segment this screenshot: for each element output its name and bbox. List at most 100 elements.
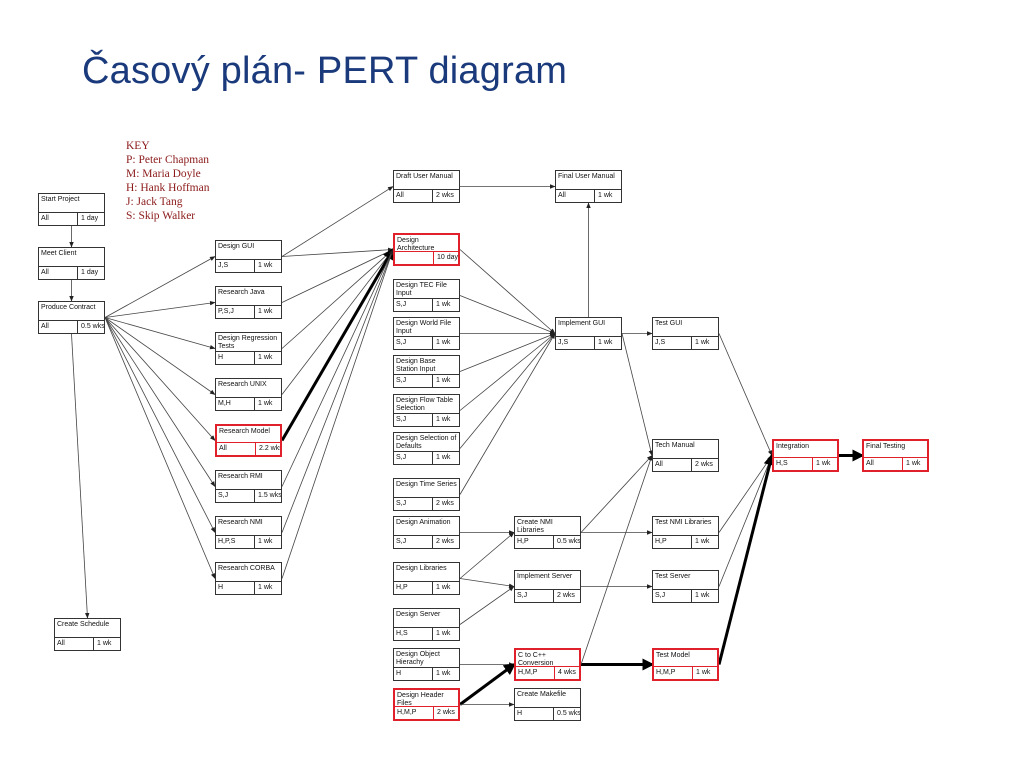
- task-name: Tech Manual: [655, 442, 695, 449]
- task-duration: 1 wk: [695, 538, 710, 545]
- task-duration: 1 wk: [696, 669, 711, 676]
- task-duration: 2 wks: [557, 592, 575, 599]
- task-resources: All: [55, 638, 94, 650]
- task-duration: 1 wk: [436, 670, 451, 677]
- task-name: Design Flow Table Selection: [396, 397, 454, 412]
- task-duration: 1 wk: [258, 538, 273, 545]
- task-duration: 1 wk: [695, 592, 710, 599]
- task-duration: 1 wk: [598, 192, 613, 199]
- task-duration: 1 wk: [695, 339, 710, 346]
- key-entry: S: Skip Walker: [126, 210, 196, 222]
- task-resources: All: [39, 267, 78, 279]
- task-name: Implement Server: [517, 573, 573, 580]
- task-duration: 0.5 wks: [557, 538, 580, 545]
- task-name: Research UNIX: [218, 381, 267, 388]
- dependency-connector: [459, 578, 515, 588]
- task-resources: H,M,P: [395, 707, 434, 719]
- task-name: Start Project: [41, 196, 80, 203]
- critical-path-connector: [280, 247, 395, 442]
- dependency-connector: [718, 455, 773, 533]
- task-duration: 1 day: [81, 215, 99, 222]
- task-resources: J,S: [653, 337, 692, 349]
- dependency-connector: [459, 295, 556, 334]
- task-name: Design Server: [396, 611, 441, 618]
- task-name: Create Makefile: [517, 691, 567, 698]
- task-resources: S,J: [394, 414, 433, 426]
- dependency-connector: [621, 333, 653, 457]
- task-resources: H,S: [774, 458, 813, 470]
- task-name: Design Selection of Defaults: [396, 435, 457, 450]
- dependency-connector: [104, 317, 216, 350]
- task-resources: S,J: [653, 590, 692, 602]
- task-resources: All: [864, 458, 903, 470]
- task-duration: 2 wks: [437, 709, 455, 716]
- task-resources: H: [515, 708, 554, 720]
- task-name: Test GUI: [655, 320, 683, 327]
- task-duration: 1 wk: [436, 301, 451, 308]
- dependency-connector: [281, 248, 394, 533]
- task-duration: 1 wk: [97, 640, 112, 647]
- dependency-connector: [281, 186, 394, 257]
- dependency-connector: [104, 317, 216, 441]
- task-resources: H,P: [394, 582, 433, 594]
- task-name: Final User Manual: [558, 173, 615, 180]
- task-name: Meet Client: [41, 250, 77, 257]
- task-duration: 1 wk: [436, 454, 451, 461]
- dependency-connector: [718, 333, 773, 457]
- dependency-connector: [459, 249, 556, 334]
- task-duration: 1 wk: [436, 584, 451, 591]
- task-resources: H,P,S: [216, 536, 255, 548]
- task-resources: All: [217, 443, 256, 455]
- task-duration: 2 wks: [695, 461, 713, 468]
- task-name: C to C++ Conversion: [518, 652, 554, 667]
- task-name: Design GUI: [218, 243, 255, 250]
- task-duration: 4 wks: [558, 669, 576, 676]
- task-duration: 0.5 wks: [557, 710, 580, 717]
- dependency-connector: [104, 256, 216, 318]
- task-name: Final Testing: [866, 443, 906, 450]
- task-duration: 1 wk: [598, 339, 613, 346]
- task-duration: 1 wk: [436, 630, 451, 637]
- task-resources: S,J: [394, 498, 433, 510]
- task-duration: 0.5 wks: [81, 323, 104, 330]
- task-resources: M,H: [216, 398, 255, 410]
- task-resources: All: [394, 190, 433, 202]
- task-resources: S,J: [216, 490, 255, 502]
